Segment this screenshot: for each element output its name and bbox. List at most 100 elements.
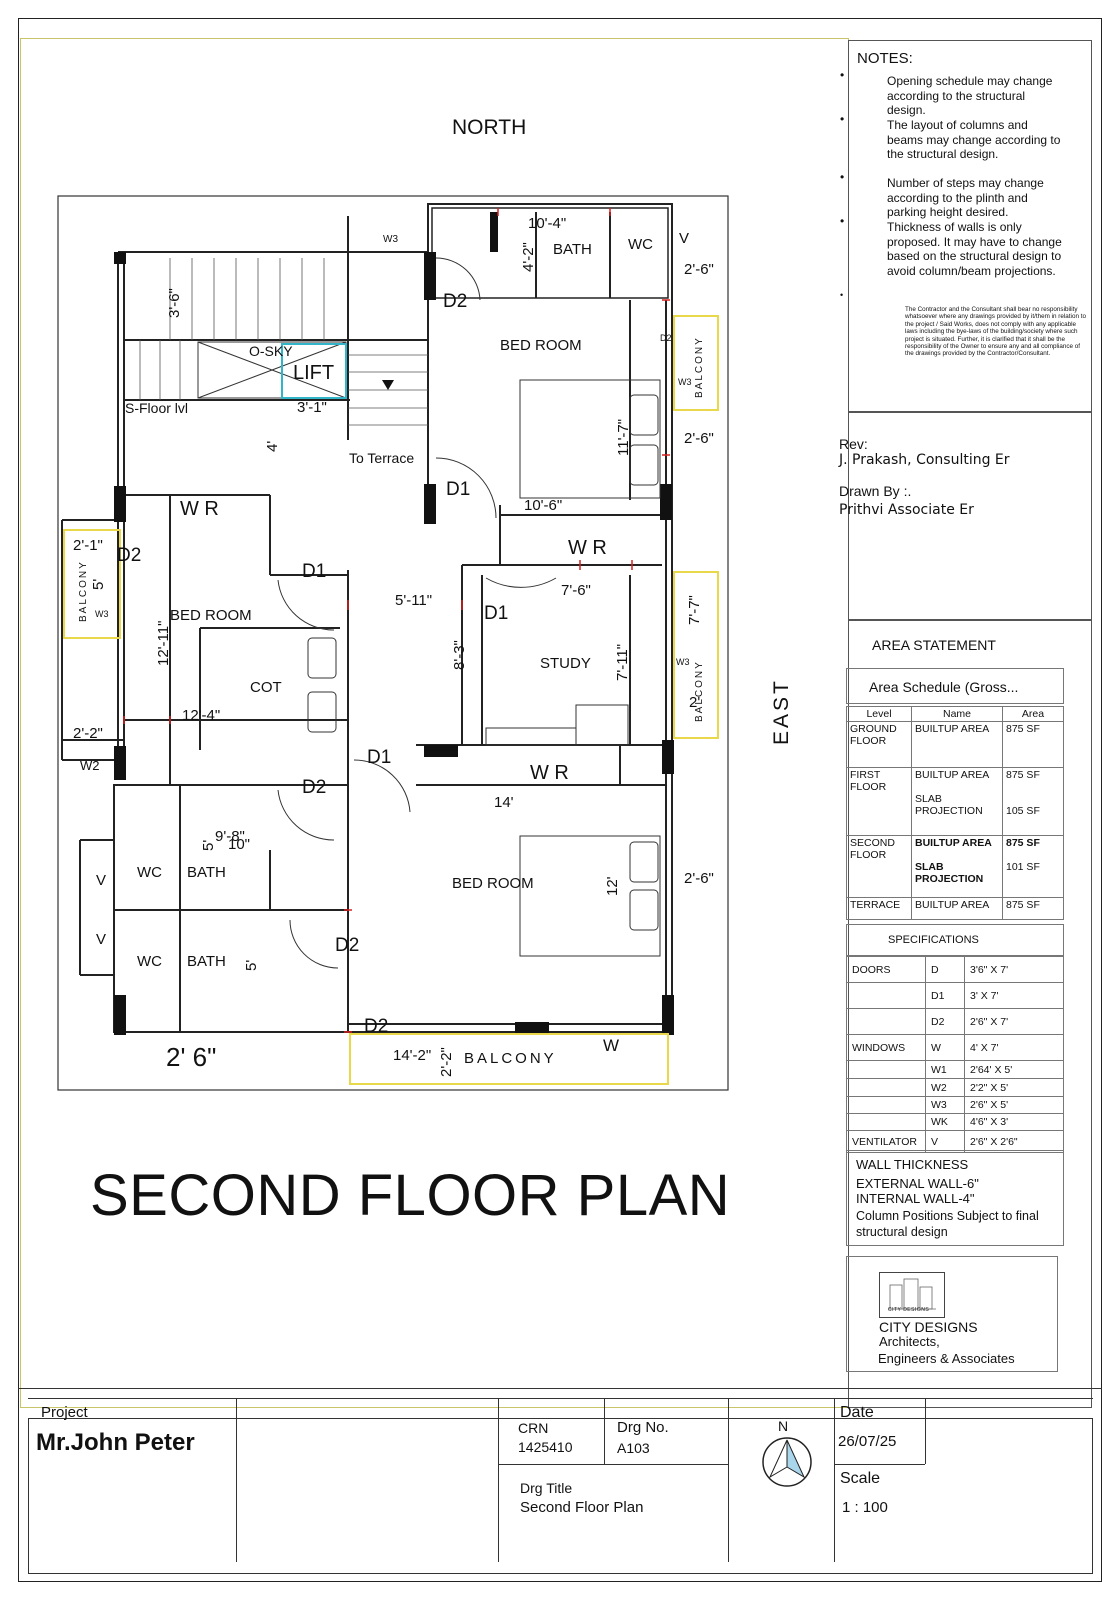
row-area-1: 875 SF — [1006, 837, 1040, 849]
dim-2-2: 2'-2" — [73, 725, 103, 742]
dim-12-4: 12'-4" — [182, 707, 221, 724]
date-value: 26/07/25 — [838, 1433, 897, 1450]
dim-5-11: 5'-11" — [395, 592, 433, 609]
sfloor-label: S-Floor lvl — [125, 400, 189, 416]
divider — [236, 1398, 237, 1562]
crn-value: 1425410 — [518, 1439, 573, 1455]
balcony-s-label: BALCONY — [464, 1050, 557, 1067]
furniture — [307, 379, 661, 957]
spec-group — [846, 1060, 926, 1079]
row-area-2: 101 SF — [1006, 861, 1040, 873]
schedule-title: Area Schedule (Gross... — [869, 679, 1019, 695]
row-level: SECOND FLOOR — [846, 835, 912, 898]
v-w2-label: V — [96, 931, 107, 948]
wall-heading: WALL THICKNESS — [856, 1157, 969, 1172]
lift-shaft — [281, 343, 347, 399]
drg-no-label: Drg No. — [617, 1419, 669, 1436]
row-name-1: BUILTUP AREA — [915, 769, 990, 781]
dim-4-2: 4'-2" — [520, 242, 537, 272]
spec-group: WINDOWS — [846, 1034, 926, 1061]
row-level: FIRST FLOOR — [846, 767, 912, 836]
spec-heading: SPECIFICATIONS — [888, 934, 979, 946]
building-icon — [888, 1278, 936, 1310]
bedroom-w-label: BED ROOM — [170, 607, 252, 624]
sheet-border — [18, 18, 1102, 1582]
table-row: TERRACE BUILTUP AREA 875 SF — [846, 897, 1064, 920]
rev-panel — [848, 412, 1092, 620]
divider — [925, 1398, 926, 1464]
col-name: Name — [911, 706, 1003, 722]
bedroom-se-label: BED ROOM — [452, 875, 534, 892]
dim-5a: 5' — [90, 578, 107, 590]
drg-no-value: A103 — [617, 1440, 650, 1456]
dim-ticks — [123, 208, 670, 1033]
bath-n-label: BATH — [553, 241, 592, 258]
to-terrace-label: To Terrace — [349, 450, 415, 466]
w3-w-label: W3 — [95, 609, 109, 619]
dim-2-6-big: 2' 6" — [166, 1042, 217, 1072]
dim-5c: 5' — [243, 959, 260, 971]
bedroom-ne-label: BED ROOM — [500, 337, 582, 354]
row-level: GROUND FLOOR — [846, 721, 912, 768]
north-arrow-icon — [762, 1437, 812, 1487]
spec-code: WK — [925, 1113, 965, 1131]
wall-box — [846, 1150, 1064, 1246]
note-bullet: • — [840, 170, 845, 184]
spec-code: D — [925, 956, 965, 983]
w-s-label: W — [603, 1036, 620, 1055]
dim-7-6: 7'-6" — [561, 582, 591, 599]
row-area: 875 SF 101 SF — [1002, 835, 1064, 898]
note-bullet: • — [840, 290, 844, 300]
divider — [28, 1398, 1093, 1399]
spec-size: 2'6" X 5' — [964, 1096, 1064, 1114]
table-row: GROUND FLOOR BUILTUP AREA 875 SF — [846, 721, 1064, 768]
columns — [114, 212, 674, 1035]
study-label: STUDY — [540, 655, 591, 672]
note-bullet: • — [840, 214, 845, 228]
dim-2-6b: 2'-6" — [684, 430, 714, 447]
d2-w-label: D2 — [117, 545, 142, 566]
dim-5b: 5' — [200, 839, 217, 851]
spec-group — [846, 1096, 926, 1114]
row-area-1: 875 SF — [1006, 769, 1040, 781]
spec-group — [846, 1113, 926, 1131]
dim-2a: 2' — [689, 694, 701, 711]
dim-4: 4' — [264, 440, 281, 452]
wall-ext: EXTERNAL WALL-6" — [856, 1176, 979, 1191]
d1-w-label: D1 — [302, 561, 327, 582]
row-name: BUILTUP AREA — [911, 721, 1003, 768]
spec-size: 2'6" X 2'6" — [964, 1130, 1064, 1153]
row-name: BUILTUP AREA — [911, 897, 1003, 920]
row-area: 875 SF — [1002, 897, 1064, 920]
divider — [834, 1464, 925, 1465]
row-area: 875 SF — [1002, 721, 1064, 768]
balcony-w-label: BALCONY — [78, 560, 89, 622]
firm-line3: Engineers & Associates — [878, 1351, 1015, 1366]
d2-s3-label: D2 — [364, 1016, 389, 1037]
project-value: Mr.John Peter — [36, 1429, 195, 1456]
north-letter: N — [778, 1418, 789, 1434]
spec-code: W3 — [925, 1096, 965, 1114]
d1-c-label: D1 — [484, 603, 509, 624]
spec-size: 3'6" X 7' — [964, 956, 1064, 983]
bath-w2-label: BATH — [187, 953, 226, 970]
area-heading: AREA STATEMENT — [872, 637, 996, 653]
note-4: Thickness of walls is only proposed. It … — [887, 220, 1062, 278]
logo-text: CITY DESIGNS — [888, 1307, 930, 1313]
osky-label: O-SKY — [249, 343, 293, 359]
door-swings — [277, 257, 557, 969]
col-area: Area — [1002, 706, 1064, 722]
spec-code: W1 — [925, 1060, 965, 1079]
row-name-2: SLAB PROJECTION — [915, 861, 984, 885]
drawn-value: Prithvi Associate Er — [839, 502, 974, 518]
dim-2-6c: 2'-6" — [684, 870, 714, 887]
row-level: TERRACE — [846, 897, 912, 920]
dim-10-6: 10'-6" — [524, 497, 563, 514]
spec-code: D1 — [925, 982, 965, 1009]
dim-3-1: 3'-1" — [297, 399, 327, 416]
